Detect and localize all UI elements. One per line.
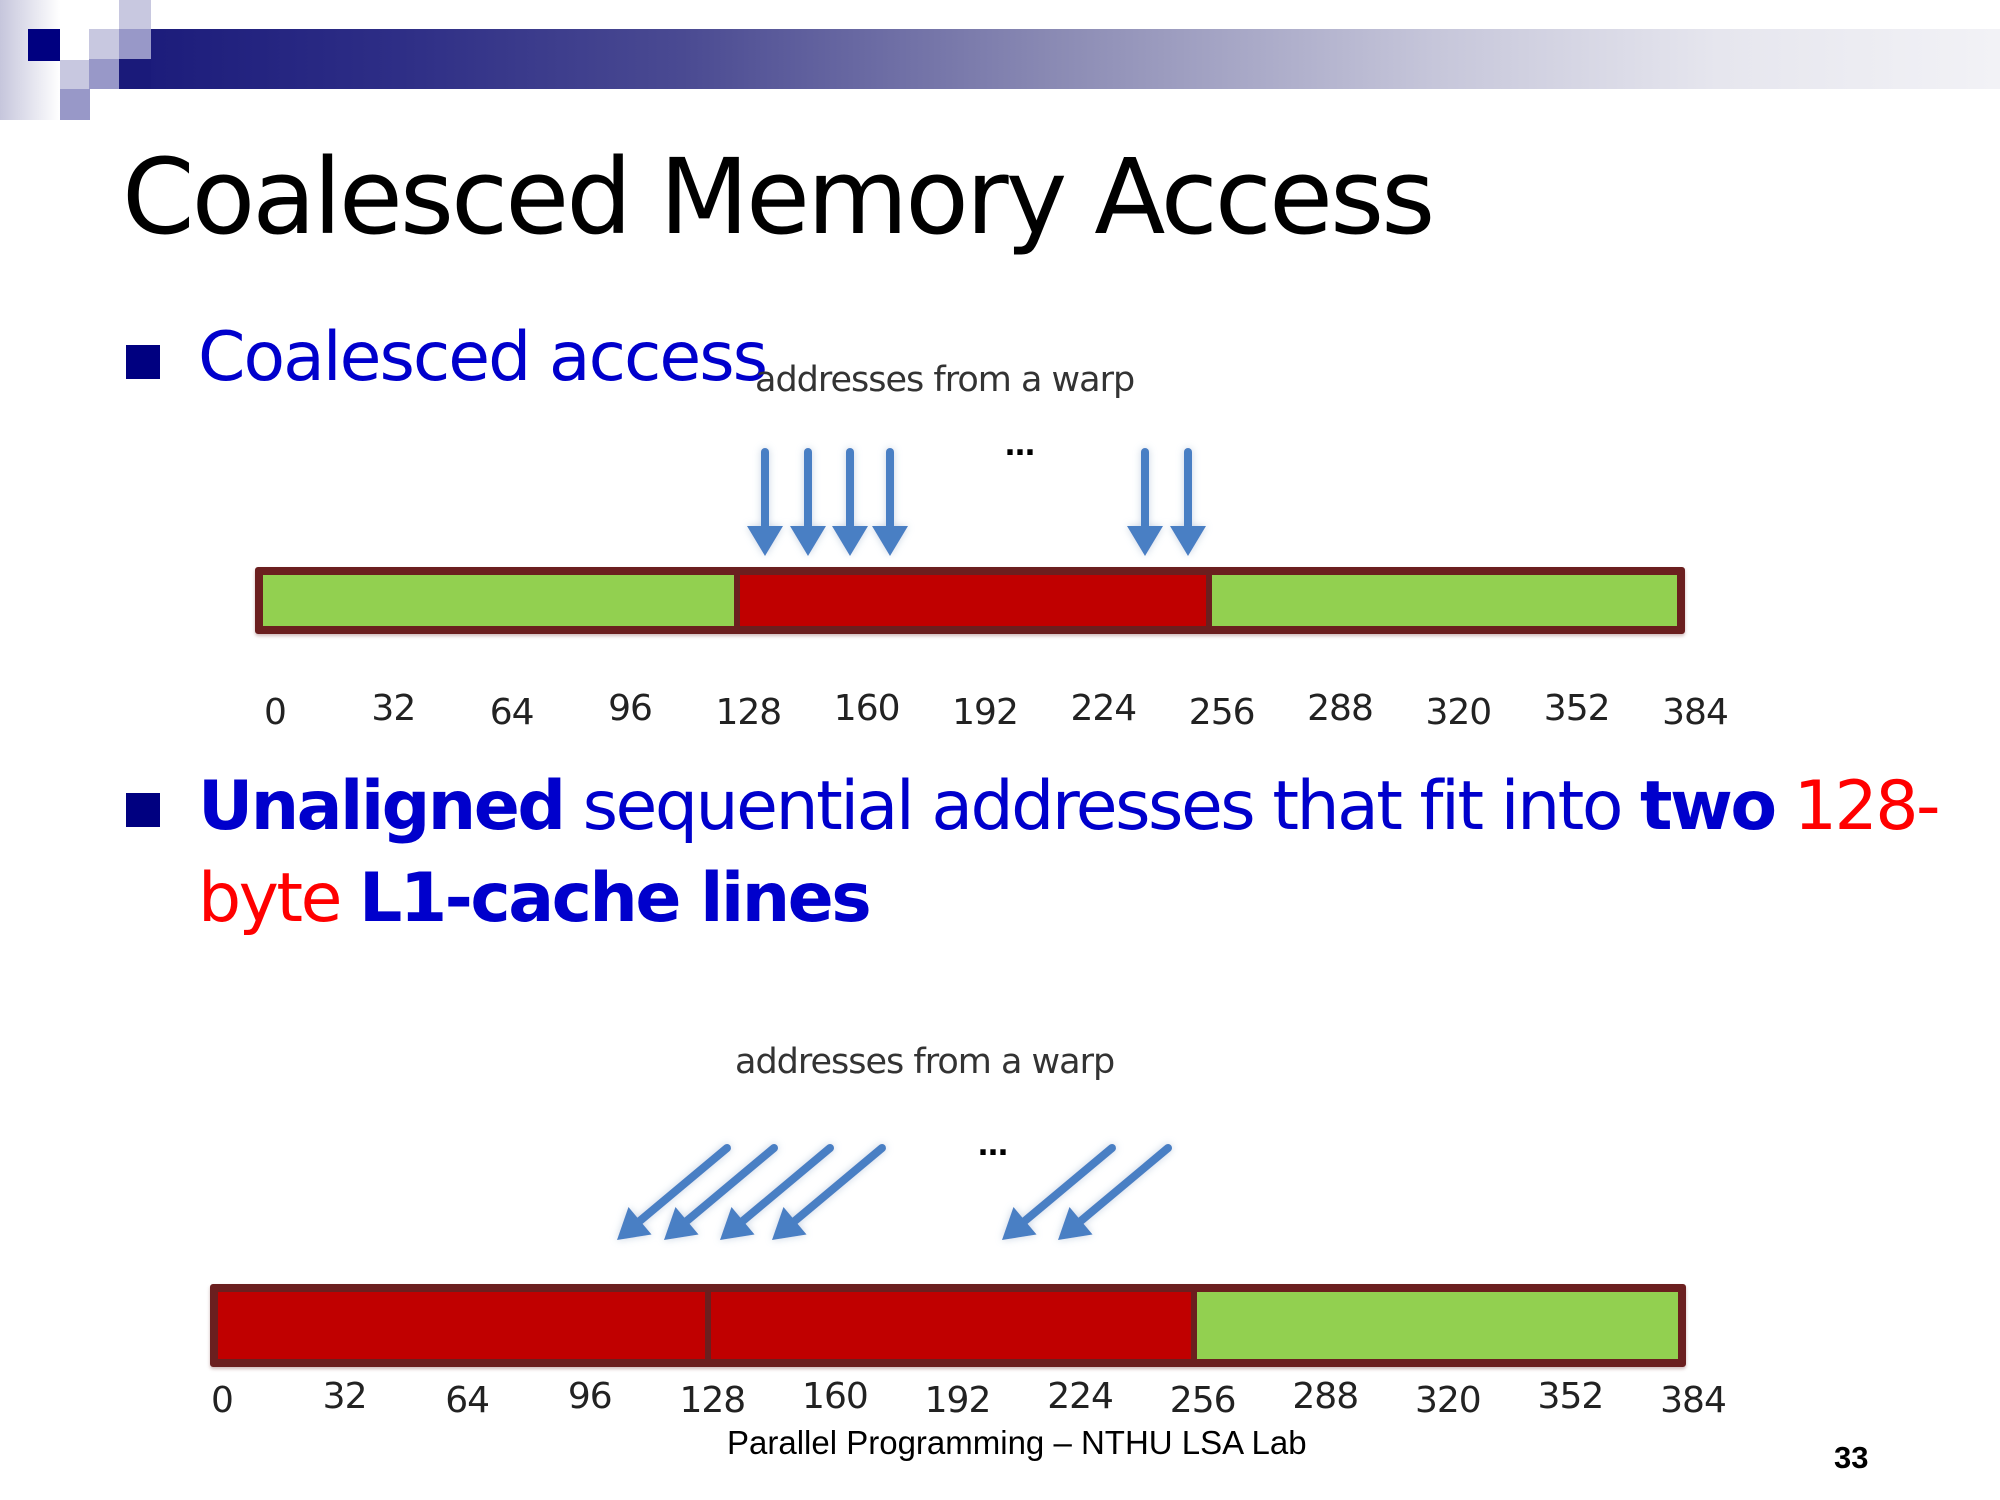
address-tick-label: 384 xyxy=(1660,1380,1727,1421)
ellipsis: … xyxy=(978,1128,1009,1163)
header-square-mid xyxy=(119,29,151,59)
header-gradient-bar xyxy=(118,29,2000,89)
ellipsis: … xyxy=(1005,428,1036,463)
page-number: 33 xyxy=(1834,1440,1869,1475)
address-tick-label: 192 xyxy=(952,692,1019,733)
slide-footer: Parallel Programming – NTHU LSA Lab xyxy=(727,1424,1307,1461)
text-run: two xyxy=(1640,767,1777,846)
memory-segment-256-384 xyxy=(1191,1292,1678,1359)
address-tick-label: 160 xyxy=(802,1376,869,1417)
header-square-light xyxy=(119,0,151,29)
address-tick-label: 64 xyxy=(445,1380,490,1421)
slide-title: Coalesced Memory Access xyxy=(122,136,1435,258)
address-tick-label: 160 xyxy=(833,688,901,729)
address-arrow-icon xyxy=(617,1144,731,1240)
address-tick-label: 224 xyxy=(1047,1376,1114,1417)
memory-bar-unaligned xyxy=(210,1284,1686,1367)
memory-bar-coalesced xyxy=(255,567,1685,634)
header-square-light xyxy=(60,60,90,90)
address-tick-label: 352 xyxy=(1543,688,1611,729)
header-square-light xyxy=(89,29,119,59)
bullet-2-line-2: byte L1-cache lines xyxy=(198,859,872,938)
address-arrow-icon xyxy=(1127,448,1163,556)
text-run: sequential addresses that fit into xyxy=(563,767,1641,846)
memory-segment-128-256 xyxy=(734,575,1206,626)
address-arrow-icon xyxy=(772,1144,886,1240)
address-tick-label: 128 xyxy=(715,692,782,733)
header-square-mid xyxy=(89,59,119,89)
address-tick-label: 288 xyxy=(1307,688,1374,729)
memory-segment-0-128 xyxy=(218,1292,705,1359)
text-run: Unaligned xyxy=(198,767,566,846)
text-run: 128- xyxy=(1774,767,1941,846)
text-run xyxy=(340,859,359,938)
address-arrow-icon xyxy=(1002,1144,1116,1240)
address-arrow-icon xyxy=(1058,1144,1172,1240)
address-tick-label: 320 xyxy=(1414,1380,1482,1421)
address-arrow-icon xyxy=(747,448,783,556)
warp-label: addresses from a warp xyxy=(735,1042,1115,1082)
address-tick-label: 128 xyxy=(679,1380,746,1421)
address-arrow-icon xyxy=(1170,448,1206,556)
header-square-dark xyxy=(119,59,151,89)
text-run: byte xyxy=(198,859,342,938)
address-tick-label: 224 xyxy=(1070,688,1137,729)
header-square-navy xyxy=(28,29,60,61)
address-tick-label: 320 xyxy=(1425,692,1492,733)
memory-segment-256-384 xyxy=(1205,575,1677,626)
bullet-square-icon xyxy=(126,793,160,827)
address-arrow-icon xyxy=(720,1144,834,1240)
bullet-1-text: Coalesced access xyxy=(198,318,768,397)
address-tick-label: 288 xyxy=(1292,1376,1359,1417)
warp-label: addresses from a warp xyxy=(755,360,1135,400)
address-tick-label: 32 xyxy=(371,688,416,729)
address-tick-label: 192 xyxy=(924,1380,992,1421)
memory-segment-128-256 xyxy=(704,1292,1192,1359)
bullet-square-icon xyxy=(126,345,160,379)
address-arrow-icon xyxy=(664,1144,778,1240)
address-arrow-icon xyxy=(872,448,908,556)
address-tick-label: 32 xyxy=(322,1376,368,1417)
address-tick-label: 384 xyxy=(1662,692,1729,733)
address-tick-label: 0 xyxy=(264,692,287,733)
address-tick-label: 352 xyxy=(1537,1376,1605,1417)
address-tick-label: 256 xyxy=(1169,1380,1237,1421)
address-arrow-icon xyxy=(832,448,868,556)
address-arrow-icon xyxy=(790,448,826,556)
address-tick-label: 64 xyxy=(489,692,535,733)
bullet-2-line-1: Unaligned sequential addresses that fit … xyxy=(198,767,1941,846)
memory-segment-0-128 xyxy=(263,575,735,626)
text-run: L1-cache lines xyxy=(359,859,872,938)
address-tick-label: 96 xyxy=(567,1376,613,1417)
address-tick-label: 0 xyxy=(211,1380,234,1421)
address-tick-label: 96 xyxy=(608,688,653,729)
address-tick-label: 256 xyxy=(1188,692,1256,733)
header-square-mid xyxy=(60,89,90,120)
